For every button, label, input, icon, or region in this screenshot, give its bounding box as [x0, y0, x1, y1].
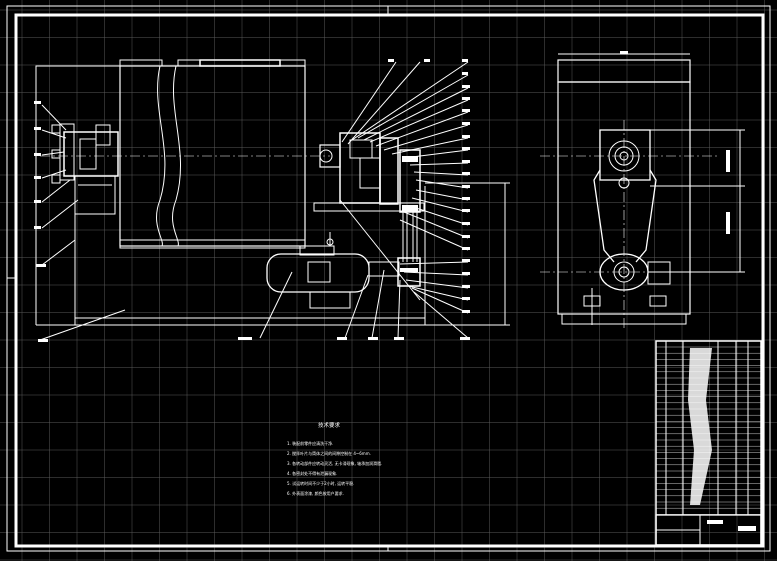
part-balloon-marks	[34, 59, 470, 342]
side-view	[540, 51, 745, 330]
notes-line: 4. 各密封处不得有泄漏现象.	[287, 470, 337, 476]
sheet-border-inner	[14, 13, 765, 548]
front-view	[35, 59, 510, 326]
part-leaders	[39, 61, 469, 341]
notes-line: 2. 搅拌叶片与筒体之间的间隙控制在 4~6mm.	[287, 450, 371, 456]
notes-line: 1. 装配前零件应清洗干净.	[287, 440, 333, 446]
notes-line: 3. 各转动部件应转动灵活, 无卡滞现象, 轴承加润滑脂.	[287, 460, 382, 466]
notes-line: 5. 试运转时间不少于2小时, 运转平稳.	[287, 480, 354, 486]
parts-list-table	[655, 340, 762, 546]
technical-notes: 技术要求 1. 装配前零件应清洗干净. 2. 搅拌叶片与筒体之间的间隙控制在 4…	[287, 421, 382, 496]
sheet-edge-ticks	[7, 6, 389, 551]
notes-title: 技术要求	[318, 421, 341, 429]
notes-line: 6. 外表面涂漆, 颜色按用户要求.	[287, 490, 344, 496]
